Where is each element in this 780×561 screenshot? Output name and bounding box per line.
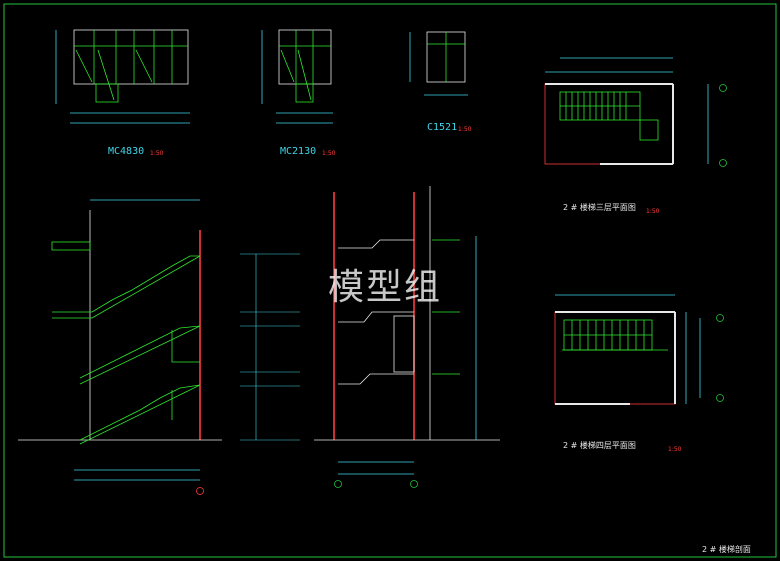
stair-section-right <box>314 186 500 488</box>
stair-third-floor-plan <box>544 57 727 167</box>
scale-mc2130: 1:50 <box>322 150 336 157</box>
stair-section-left <box>18 199 222 495</box>
window-mc4830-elevation <box>55 29 190 124</box>
level-dimensions-middle <box>240 253 300 441</box>
scale-c1521: 1:50 <box>458 126 472 133</box>
window-c1521-elevation <box>409 31 468 96</box>
title-stair-third-floor: 2 # 楼梯三层平面图 <box>563 203 636 212</box>
scale-stair-fourth-floor: 1:50 <box>668 446 682 453</box>
window-label-c1521: C1521 <box>427 122 458 133</box>
title-stair-section: 2 # 楼梯剖面 <box>702 545 751 554</box>
window-mc2130-elevation <box>261 29 333 124</box>
stair-fourth-floor-plan <box>554 294 724 405</box>
scale-stair-third-floor: 1:50 <box>646 208 660 215</box>
sheet-border <box>3 3 777 558</box>
window-label-mc2130: MC2130 <box>280 146 317 157</box>
window-label-mc4830: MC4830 <box>108 146 145 157</box>
scale-mc4830: 1:50 <box>150 150 164 157</box>
watermark-text: 模型组 <box>328 267 443 308</box>
title-stair-fourth-floor: 2 # 楼梯四层平面图 <box>563 441 636 450</box>
